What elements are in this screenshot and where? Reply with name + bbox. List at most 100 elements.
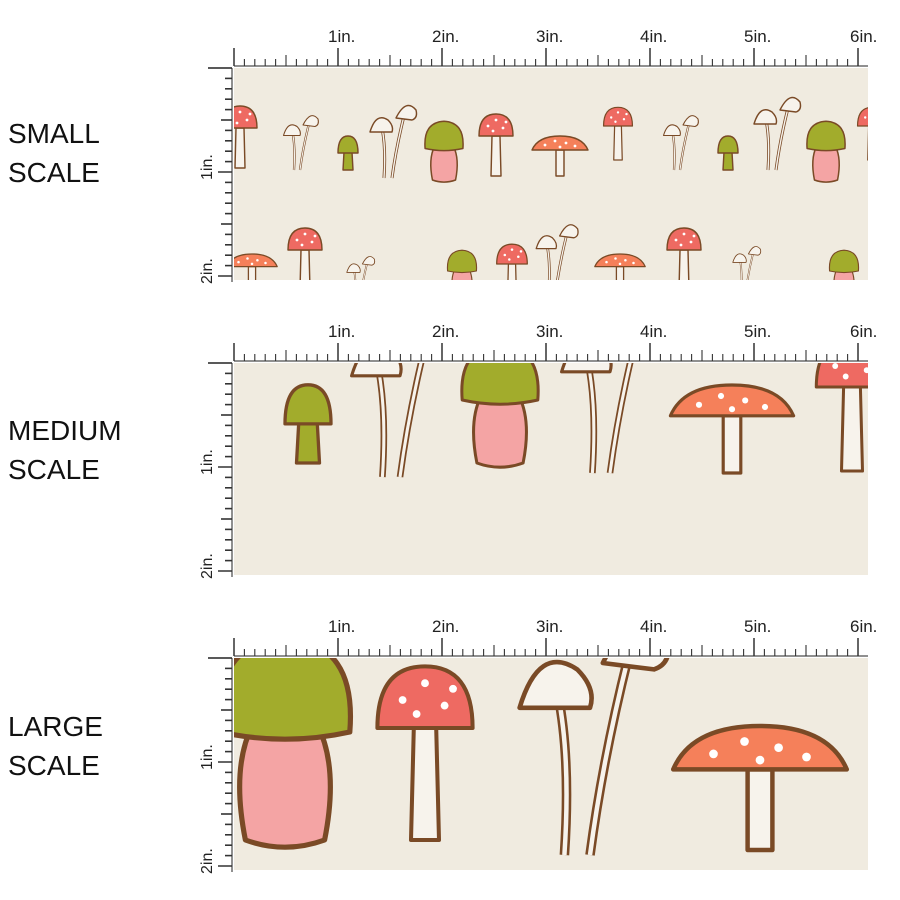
- cap-spot: [605, 260, 608, 264]
- ruler-label: 6in.: [850, 617, 877, 636]
- cap-spot: [250, 262, 254, 266]
- ruler-label: 5in.: [744, 617, 771, 636]
- stem: [613, 125, 623, 161]
- cap: [478, 113, 514, 137]
- cap-spot: [449, 684, 457, 693]
- stem: [555, 149, 565, 177]
- ruler-label: 1in.: [328, 27, 355, 46]
- cap-spot: [245, 118, 249, 122]
- cap-spot: [573, 144, 577, 148]
- cap: [424, 120, 464, 152]
- cap: [350, 363, 403, 378]
- cap-spot: [695, 401, 703, 408]
- white-mushroom: [560, 363, 634, 474]
- cap: [517, 659, 594, 711]
- mushroom-pattern: [234, 96, 870, 280]
- cap-spot: [616, 111, 620, 114]
- cap-spot: [842, 373, 849, 380]
- ruler-label: 2in.: [432, 27, 459, 46]
- cap: [337, 135, 359, 154]
- stem: [342, 151, 354, 171]
- label-line: SMALL: [8, 118, 100, 149]
- stem: [237, 722, 333, 850]
- ruler-label: 4in.: [640, 617, 667, 636]
- green-mushroom: [806, 120, 846, 183]
- cap: [779, 96, 802, 113]
- cap-spot: [508, 258, 511, 261]
- cap: [535, 235, 558, 250]
- cap-spot: [679, 243, 683, 247]
- vertical-ruler-label: 2in.: [199, 553, 216, 579]
- white-mushroom: [350, 363, 425, 478]
- stem: [451, 268, 473, 280]
- red-mushroom: [602, 106, 634, 161]
- cap: [496, 243, 528, 265]
- cap-spot: [802, 752, 811, 762]
- stem: [839, 385, 865, 473]
- ruler-label: 1in.: [328, 617, 355, 636]
- cap-spot: [868, 121, 870, 123]
- cap: [732, 253, 747, 263]
- cap-spot: [870, 355, 876, 361]
- cap-spot: [248, 112, 252, 116]
- stem: [721, 414, 743, 475]
- cap-spot: [238, 110, 242, 114]
- cap-spot: [624, 259, 627, 262]
- cap-spot: [618, 262, 622, 266]
- stem: [472, 394, 528, 469]
- cap: [814, 363, 868, 389]
- cap-spot: [440, 701, 449, 710]
- cap: [287, 227, 323, 251]
- cap: [460, 363, 540, 406]
- cap-spot: [622, 118, 626, 121]
- cap-spot: [517, 255, 520, 259]
- white-mushroom: [346, 256, 376, 280]
- stem: [555, 658, 631, 856]
- label-line: SCALE: [8, 157, 100, 188]
- cap: [600, 658, 670, 672]
- orange-mushroom: [531, 135, 589, 177]
- cap-spot: [264, 261, 267, 265]
- cap: [302, 115, 319, 128]
- label-line: LARGE: [8, 711, 103, 742]
- cap: [560, 363, 613, 374]
- white-mushroom: [369, 104, 418, 179]
- ruler-label: 6in.: [850, 27, 877, 46]
- cap: [234, 658, 354, 742]
- small-scale-swatch: 1in.2in.3in.4in.5in.6in.1in.2in.: [0, 10, 900, 300]
- cap-spot: [519, 250, 523, 253]
- cap-spot: [558, 145, 562, 149]
- red-mushroom: [496, 243, 528, 280]
- cap-spot: [610, 116, 613, 119]
- ruler-label: 5in.: [744, 322, 771, 341]
- swatch-svg: 1in.2in.3in.4in.5in.6in.1in.2in.: [199, 617, 877, 874]
- stem: [490, 135, 502, 177]
- vertical-ruler-label: 1in.: [199, 744, 216, 770]
- cap-spot: [761, 403, 769, 411]
- cap-spot: [501, 126, 505, 130]
- cap-spot: [300, 243, 304, 247]
- green-mushroom: [460, 363, 540, 469]
- cap-spot: [310, 240, 314, 244]
- cap-spot: [692, 234, 696, 238]
- ruler-label: 1in.: [328, 322, 355, 341]
- cap-spot: [740, 737, 749, 746]
- cap-spot: [412, 710, 421, 718]
- cap-spot: [614, 120, 617, 123]
- vertical-ruler-label: 1in.: [199, 449, 216, 475]
- cap-spot: [295, 238, 299, 242]
- ruler-label: 4in.: [640, 27, 667, 46]
- smallgreen-mushroom: [283, 383, 333, 465]
- stem: [507, 263, 517, 280]
- cap: [666, 227, 702, 251]
- orange-mushroom: [594, 253, 646, 280]
- cap-spot: [682, 232, 686, 236]
- cap-spot: [543, 143, 547, 147]
- cap-spot: [235, 121, 239, 125]
- white-mushroom: [535, 224, 579, 280]
- red-mushroom: [375, 664, 475, 843]
- red-mushroom: [478, 113, 514, 177]
- ruler-label: 4in.: [640, 322, 667, 341]
- green-mushroom: [446, 249, 478, 280]
- red-mushroom: [856, 107, 870, 161]
